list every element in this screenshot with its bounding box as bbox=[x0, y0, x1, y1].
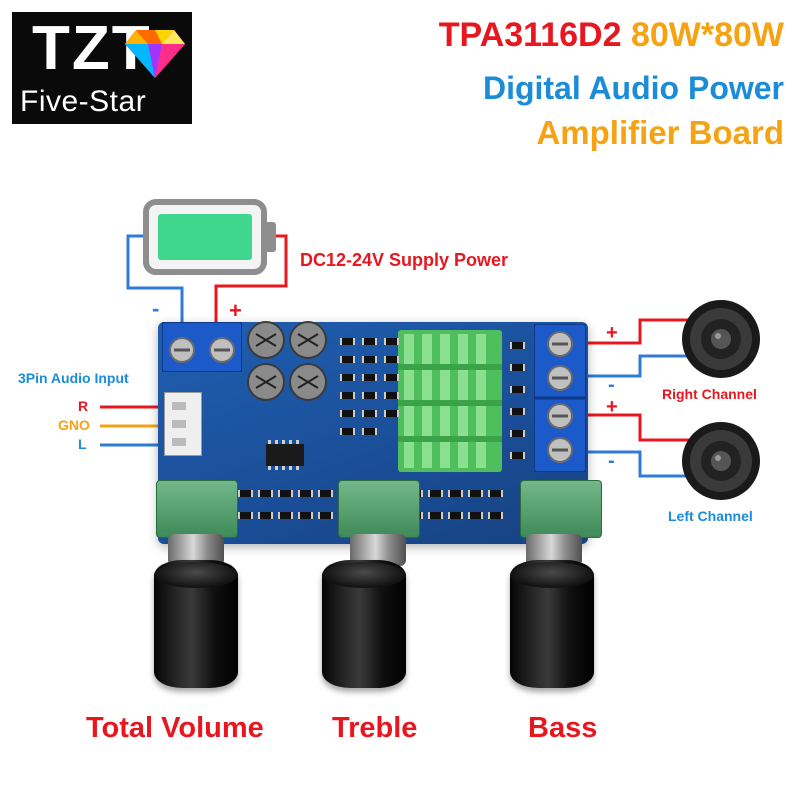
right-negative-wire bbox=[588, 354, 690, 378]
supply-plus-label: + bbox=[229, 298, 242, 323]
right-plus-label: + bbox=[606, 322, 618, 344]
audio-input-connector bbox=[164, 392, 202, 456]
title-line-1: TPA3116D2 80W*80W bbox=[439, 16, 784, 55]
treble-potentiometer bbox=[338, 480, 420, 538]
right-positive-wire bbox=[588, 318, 690, 345]
audio-input-label: 3Pin Audio Input bbox=[18, 370, 129, 386]
capacitor-cluster bbox=[247, 321, 327, 401]
logo-subbrand-text: Five-Star bbox=[20, 85, 147, 118]
heatsink bbox=[398, 330, 502, 472]
treble-knob-top bbox=[322, 562, 406, 588]
power-terminal-block bbox=[162, 322, 242, 372]
volume-knob-top bbox=[154, 562, 238, 588]
title-line-3: Amplifier Board bbox=[536, 114, 784, 151]
volume-potentiometer bbox=[156, 480, 238, 538]
pin-gno-label: GNO bbox=[58, 417, 90, 433]
pin-l-label: L bbox=[78, 436, 87, 452]
volume-label: Total Volume bbox=[86, 712, 264, 744]
left-speaker-icon bbox=[682, 422, 760, 500]
right-minus-label: - bbox=[608, 374, 615, 396]
title-power: 80W*80W bbox=[630, 16, 784, 54]
left-minus-label: - bbox=[608, 450, 615, 472]
supply-positive-wire bbox=[214, 234, 288, 330]
brand-logo: TZT Five-Star bbox=[12, 12, 192, 124]
title-model: TPA3116D2 bbox=[438, 16, 622, 54]
left-plus-label: + bbox=[606, 396, 618, 418]
supply-minus-label: - bbox=[152, 296, 160, 321]
right-channel-label: Right Channel bbox=[662, 386, 757, 402]
title-line-2: Digital Audio Power bbox=[482, 70, 784, 106]
bass-potentiometer bbox=[520, 480, 602, 538]
bass-knob-top bbox=[510, 562, 594, 588]
battery-icon bbox=[143, 199, 276, 275]
left-negative-wire bbox=[588, 450, 690, 478]
diamond-icon bbox=[125, 30, 185, 78]
left-positive-wire bbox=[588, 413, 690, 442]
speaker-terminal-block bbox=[534, 324, 586, 472]
supply-label: DC12-24V Supply Power bbox=[300, 250, 509, 270]
amplifier-chip bbox=[266, 440, 304, 470]
right-speaker-icon bbox=[682, 300, 760, 378]
left-channel-label: Left Channel bbox=[668, 508, 753, 524]
treble-label: Treble bbox=[332, 712, 418, 744]
bass-label: Bass bbox=[528, 712, 598, 744]
supply-negative-wire bbox=[126, 234, 184, 330]
pin-r-label: R bbox=[78, 398, 89, 414]
